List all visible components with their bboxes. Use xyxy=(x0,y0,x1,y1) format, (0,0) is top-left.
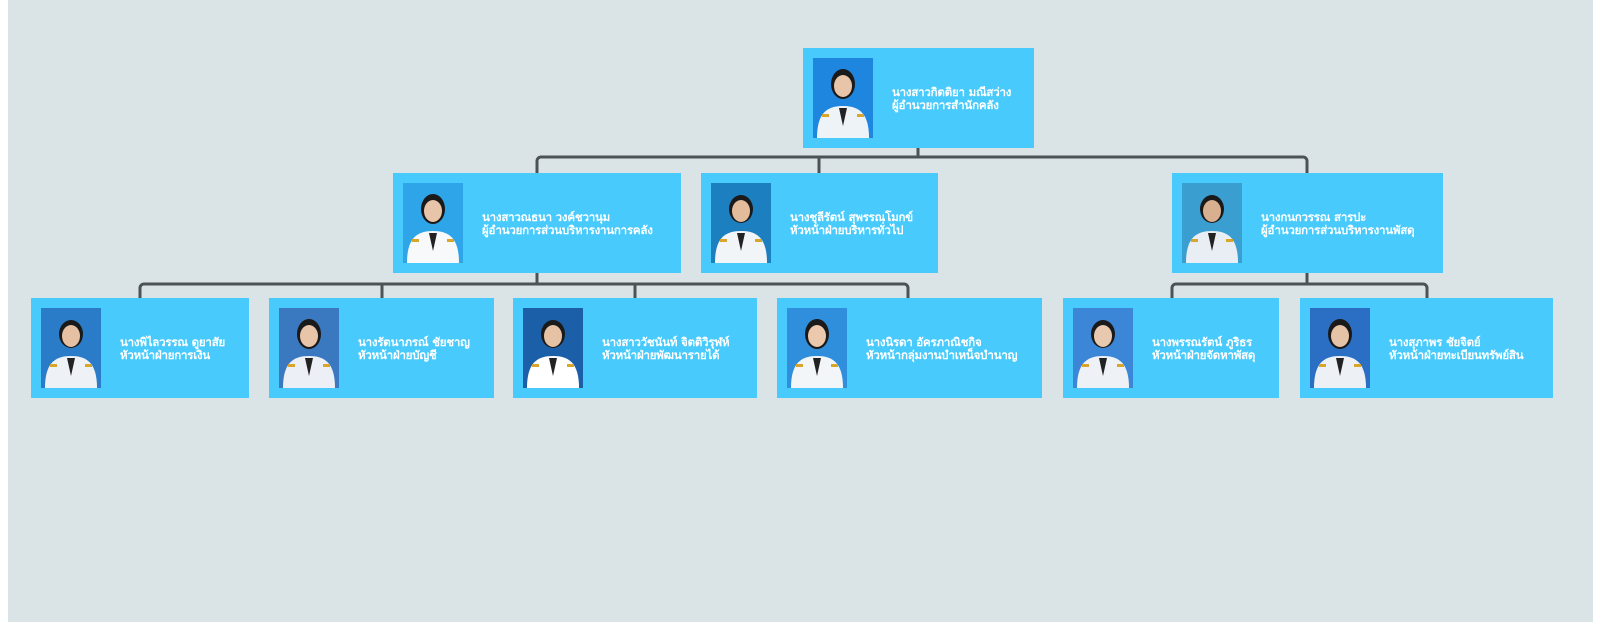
portrait-photo xyxy=(1310,308,1370,388)
person-title: หัวหน้ากลุ่มงานบำเหน็จบำนาญ xyxy=(866,348,1018,362)
person-name: นางสุภาพร ชัยจิตย์ xyxy=(1389,335,1481,349)
org-node-supply-director[interactable]: นางกนกวรรณ สารปะผู้อำนวยการส่วนบริหารงาน… xyxy=(1172,173,1443,273)
connector-finance xyxy=(138,271,910,298)
portrait-photo xyxy=(1182,183,1242,263)
person-name: นางนิรดา อัครภาณิชกิจ xyxy=(866,335,982,349)
portrait-photo xyxy=(813,58,873,138)
org-node-general-admin[interactable]: นางชุลีรัตน์ สุพรรณโมกข์หัวหน้าฝ่ายบริหา… xyxy=(701,173,938,273)
person-name: นางกนกวรรณ สารปะ xyxy=(1261,210,1367,224)
portrait-photo xyxy=(711,183,771,263)
person-title: หัวหน้าฝ่ายจัดหาพัสดุ xyxy=(1152,348,1256,362)
person-title: หัวหน้าฝ่ายทะเบียนทรัพย์สิน xyxy=(1389,348,1524,362)
connector-supply xyxy=(1170,271,1429,298)
org-node-procurement-section[interactable]: นางพรรณรัตน์ ภูริธรหัวหน้าฝ่ายจัดหาพัสดุ xyxy=(1063,298,1279,398)
portrait-photo xyxy=(403,183,463,263)
person-name: นางสาวกิตติยา มณีสว่าง xyxy=(892,85,1012,99)
person-title: ผู้อำนวยการส่วนบริหารงานการคลัง xyxy=(482,223,653,237)
org-node-revenue-section[interactable]: นางสาววัชนันท์ จิตติวิรุฬห์หัวหน้าฝ่ายพั… xyxy=(513,298,757,398)
org-node-director[interactable]: นางสาวกิตติยา มณีสว่างผู้อำนวยการสำนักคล… xyxy=(803,48,1034,148)
person-name: นางสาววัชนันท์ จิตติวิรุฬห์ xyxy=(602,335,730,349)
portrait-photo xyxy=(1073,308,1133,388)
person-name: นางพรรณรัตน์ ภูริธร xyxy=(1152,335,1253,349)
person-title: หัวหน้าฝ่ายบัญชี xyxy=(358,348,437,362)
portrait-photo xyxy=(523,308,583,388)
portrait-photo xyxy=(279,308,339,388)
portrait-photo xyxy=(41,308,101,388)
org-node-finance-section[interactable]: นางพิไลวรรณ ดูยาสัยหัวหน้าฝ่ายการเงิน xyxy=(31,298,249,398)
org-node-finance-director[interactable]: นางสาวณธนา วงค์ชวานุมผู้อำนวยการส่วนบริห… xyxy=(393,173,681,273)
org-node-accounting-section[interactable]: นางรัตนาภรณ์ ชัยชาญหัวหน้าฝ่ายบัญชี xyxy=(269,298,494,398)
portrait-photo xyxy=(787,308,847,388)
person-name: นางพิไลวรรณ ดูยาสัย xyxy=(120,335,226,349)
person-title: หัวหน้าฝ่ายการเงิน xyxy=(120,348,211,362)
person-name: นางรัตนาภรณ์ ชัยชาญ xyxy=(358,335,470,349)
person-title: ผู้อำนวยการส่วนบริหารงานพัสดุ xyxy=(1261,223,1415,237)
person-name: นางชุลีรัตน์ สุพรรณโมกข์ xyxy=(790,210,913,224)
person-title: ผู้อำนวยการสำนักคลัง xyxy=(892,98,999,112)
org-node-asset-registry-section[interactable]: นางสุภาพร ชัยจิตย์หัวหน้าฝ่ายทะเบียนทรัพ… xyxy=(1300,298,1553,398)
person-title: หัวหน้าฝ่ายบริหารทั่วไป xyxy=(790,223,904,237)
connector-root xyxy=(535,148,1309,173)
person-title: หัวหน้าฝ่ายพัฒนารายได้ xyxy=(602,348,720,362)
person-name: นางสาวณธนา วงค์ชวานุม xyxy=(482,210,611,224)
org-node-pension-group[interactable]: นางนิรดา อัครภาณิชกิจหัวหน้ากลุ่มงานบำเห… xyxy=(777,298,1042,398)
